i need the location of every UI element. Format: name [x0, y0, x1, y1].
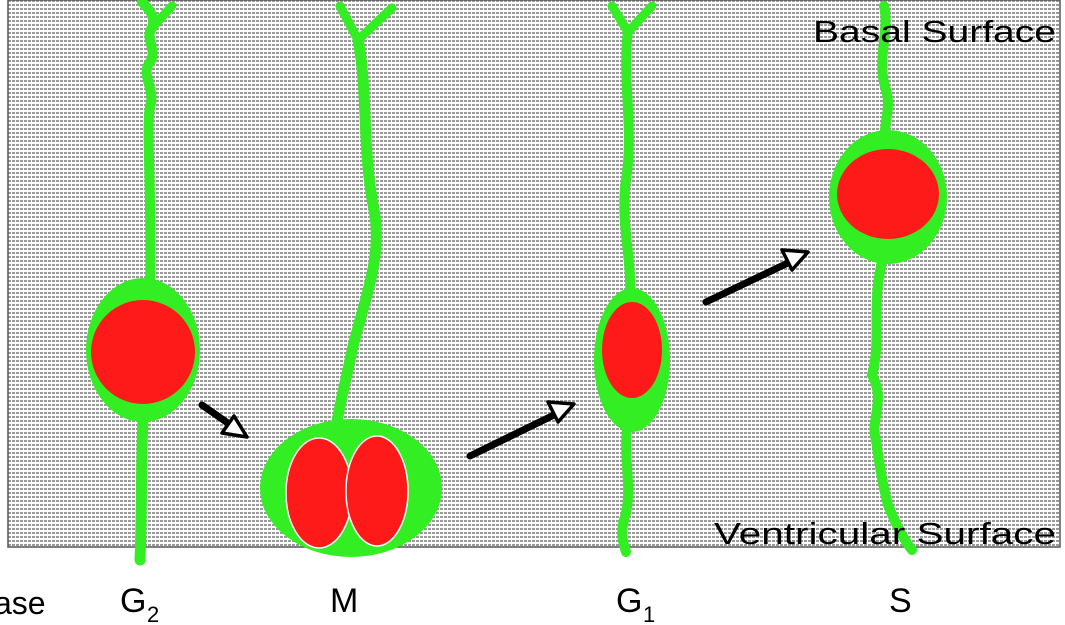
- cell-g2-basal-process: [140, 420, 143, 560]
- phase-label-partial: ase: [0, 585, 46, 621]
- cell-m-nucleus-right: [346, 436, 408, 546]
- cell-g2-nucleus: [91, 300, 195, 404]
- ventricular-surface-label: Ventricular Surface: [714, 516, 1056, 551]
- phase-g2-subscript: 2: [147, 602, 159, 625]
- phase-g1-subscript: 1: [643, 602, 655, 625]
- cell-g1-basal-process: [622, 420, 628, 552]
- phase-g1-letter: G: [616, 582, 642, 620]
- phase-label-g2: G 2: [120, 582, 159, 625]
- neuroepithelium-region: [8, 0, 1060, 547]
- phase-label-m: M: [330, 582, 358, 620]
- cell-m-nucleus-left: [286, 438, 352, 548]
- cell-g1-nucleus: [602, 302, 662, 398]
- phase-label-g1: G 1: [616, 582, 655, 625]
- phase-g2-letter: G: [120, 582, 146, 620]
- cell-g1-apical-process: [624, 30, 630, 295]
- cell-s-nucleus: [837, 149, 939, 239]
- basal-surface-label: Basal Surface: [813, 14, 1056, 49]
- phase-label-s: S: [889, 582, 912, 620]
